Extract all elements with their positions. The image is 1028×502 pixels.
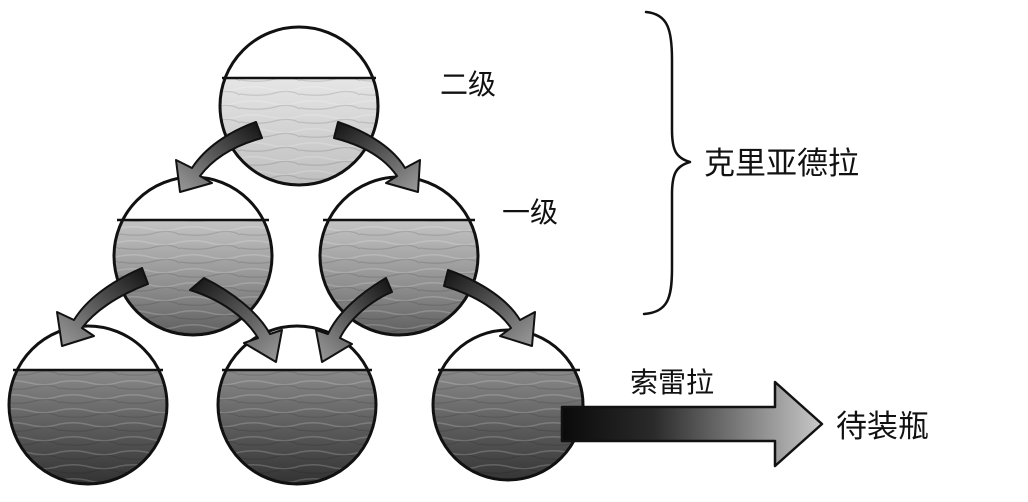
right-arrow-icon — [560, 380, 824, 468]
curved-arrow-icon — [443, 269, 536, 347]
curved-arrow-icon — [175, 121, 263, 193]
bottling-label: 待装瓶 — [836, 409, 929, 445]
right-brace-icon — [642, 10, 692, 316]
curved-arrow-icon — [333, 121, 421, 193]
barrel-icon — [218, 25, 380, 187]
tier-label-upper: 二级 — [440, 68, 496, 101]
tier-label-lower: 一级 — [502, 196, 558, 229]
barrel-icon — [7, 324, 169, 486]
barrel-icon — [216, 324, 378, 486]
criadera-label: 克里亚德拉 — [704, 146, 859, 182]
curved-arrow-icon — [189, 277, 283, 363]
curved-arrow-icon — [315, 277, 393, 363]
barrel-icon — [431, 328, 585, 482]
curved-arrow-icon — [56, 267, 149, 347]
solera-label: 索雷拉 — [630, 366, 714, 399]
